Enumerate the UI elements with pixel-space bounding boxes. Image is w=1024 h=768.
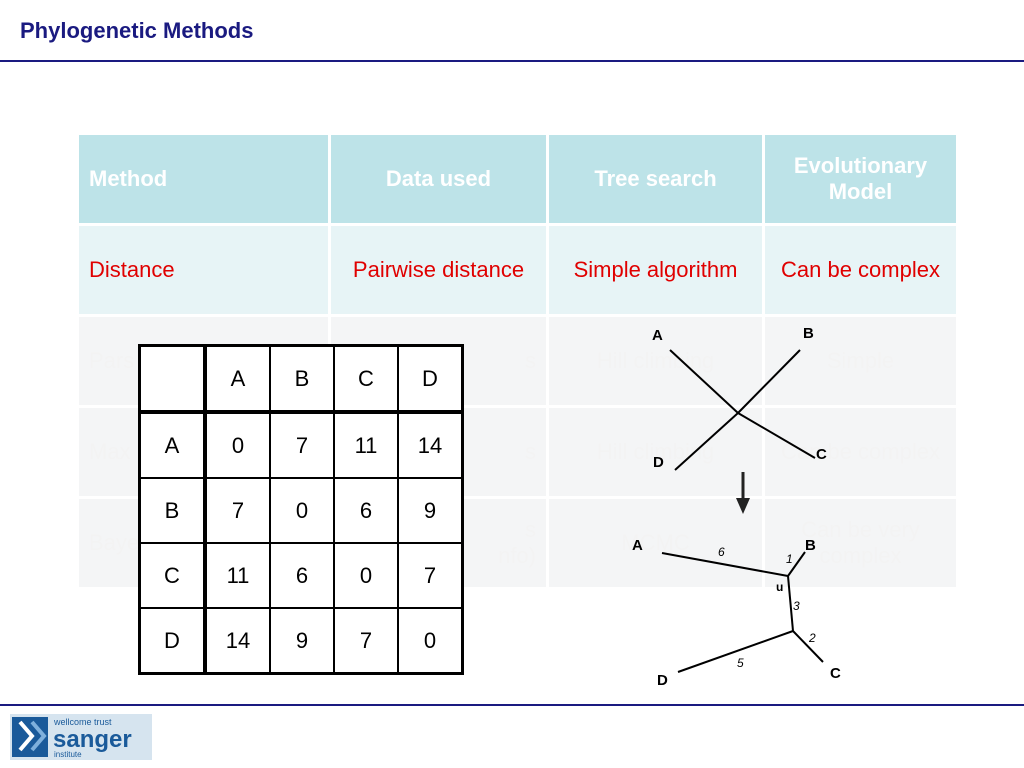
header-tree-search: Tree search xyxy=(546,132,765,226)
leaf-label-a: A xyxy=(632,537,643,554)
branch-length-label: 2 xyxy=(808,631,816,645)
matrix-cell: 7 xyxy=(204,477,271,544)
tree-branch xyxy=(661,552,789,577)
matrix-cell: 7 xyxy=(397,542,464,609)
branch-length-label: 1 xyxy=(786,552,793,566)
matrix-cell: 7 xyxy=(333,607,399,675)
header-evolutionary-model: Evolutionary Model xyxy=(762,132,959,226)
matrix-cell: 14 xyxy=(397,411,464,479)
table-cell: Simple algorithm xyxy=(546,223,765,317)
matrix-corner xyxy=(138,344,207,414)
bottom-divider xyxy=(0,704,1024,706)
table-cell: MCMC xyxy=(546,496,765,590)
matrix-row: D 14 9 7 0 xyxy=(138,607,464,675)
table-cell: Can be complex xyxy=(762,223,959,317)
branch-length-label: 5 xyxy=(737,656,744,670)
leaf-label-c: C xyxy=(830,665,841,682)
matrix-row: C 11 6 0 7 xyxy=(138,542,464,609)
matrix-cell: 0 xyxy=(333,542,399,609)
header-data-used: Data used xyxy=(328,132,549,226)
matrix-col-header: B xyxy=(269,344,335,414)
tree-branch xyxy=(792,630,824,663)
table-cell: Distance xyxy=(76,223,331,317)
matrix-cell: 11 xyxy=(333,411,399,479)
page-title: Phylogenetic Methods xyxy=(20,18,254,43)
matrix-cell: 14 xyxy=(204,607,271,675)
matrix-header-row: A B C D xyxy=(138,344,464,414)
phylogenetic-tree-diagrams: A B C D A B C D u 6 1 3 2 5 xyxy=(632,325,841,689)
matrix-cell: 0 xyxy=(269,477,335,544)
tree-branch xyxy=(787,551,806,577)
internal-node-label: u xyxy=(776,580,783,594)
table-cell: Pairwise distance xyxy=(328,223,549,317)
matrix-cell: 9 xyxy=(397,477,464,544)
matrix-col-header: A xyxy=(204,344,271,414)
table-cell: Simple xyxy=(762,314,959,408)
matrix-row-header: C xyxy=(138,542,207,609)
matrix-cell: 11 xyxy=(204,542,271,609)
tree-branch xyxy=(669,349,739,414)
header-method: Method xyxy=(76,132,331,226)
table-cell: Hill climbing xyxy=(546,314,765,408)
matrix-col-header: D xyxy=(397,344,464,414)
logo-line-3: institute xyxy=(54,750,82,759)
matrix-cell: 0 xyxy=(204,411,271,479)
tree-branch xyxy=(677,630,794,673)
matrix-row-header: B xyxy=(138,477,207,544)
matrix-cell: 9 xyxy=(269,607,335,675)
matrix-col-header: C xyxy=(333,344,399,414)
unrooted-tree xyxy=(669,349,816,471)
matrix-cell: 6 xyxy=(269,542,335,609)
branch-length-label: 3 xyxy=(793,599,800,613)
table-cell: Can be very complex xyxy=(762,496,959,590)
leaf-label-a: A xyxy=(652,327,663,344)
table-cell: Can be complex xyxy=(762,405,959,499)
logo-line-2: sanger xyxy=(53,726,132,753)
logo-line-1: wellcome trust xyxy=(53,717,112,727)
leaf-label-c: C xyxy=(816,446,827,463)
tree-branch xyxy=(787,575,794,632)
matrix-cell: 6 xyxy=(333,477,399,544)
down-arrow-icon xyxy=(736,472,750,514)
distance-matrix: A B C D A 0 7 11 14 B 7 0 6 9 C 11 6 0 7… xyxy=(138,344,464,675)
matrix-cell: 0 xyxy=(397,607,464,675)
leaf-label-b: B xyxy=(803,325,814,342)
matrix-cell: 7 xyxy=(269,411,335,479)
tree-branch xyxy=(737,412,816,459)
matrix-row-header: D xyxy=(138,607,207,675)
branch-length-label: 6 xyxy=(718,545,725,559)
leaf-label-b: B xyxy=(805,537,816,554)
matrix-row-header: A xyxy=(138,411,207,479)
tree-branch xyxy=(737,349,801,414)
weighted-tree xyxy=(661,551,824,673)
matrix-row: A 0 7 11 14 xyxy=(138,411,464,479)
matrix-row: B 7 0 6 9 xyxy=(138,477,464,544)
tree-branch xyxy=(674,412,739,471)
top-divider xyxy=(0,60,1024,62)
leaf-label-d: D xyxy=(653,454,664,471)
table-header-row: Method Data used Tree search Evolutionar… xyxy=(76,132,959,226)
leaf-label-d: D xyxy=(657,672,668,689)
sanger-logo: wellcome trust sanger institute xyxy=(10,714,152,760)
table-row: Distance Pairwise distance Simple algori… xyxy=(76,223,959,317)
